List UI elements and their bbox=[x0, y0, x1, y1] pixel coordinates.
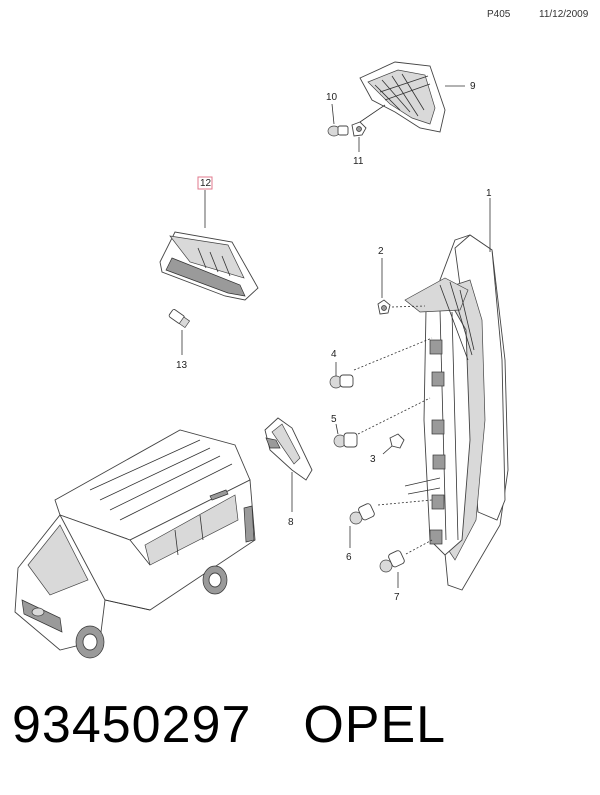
reverse-bulb bbox=[349, 503, 375, 525]
callout-2: 2 bbox=[378, 246, 384, 257]
leader-2-link bbox=[391, 305, 426, 308]
footer: 93450297 OPEL bbox=[12, 695, 446, 755]
leader-3 bbox=[382, 445, 393, 455]
marker-nut bbox=[351, 121, 367, 137]
retaining-clip bbox=[389, 433, 405, 449]
side-marker-lamp bbox=[359, 61, 446, 133]
indicator-bulb bbox=[329, 374, 354, 389]
callout-6: 6 bbox=[346, 552, 352, 563]
leader-4-link bbox=[353, 337, 433, 371]
callout-4: 4 bbox=[331, 349, 337, 360]
leader-10 bbox=[331, 103, 335, 125]
brand-name: OPEL bbox=[303, 696, 447, 754]
leader-5 bbox=[335, 423, 339, 435]
licence-plate-lamp bbox=[159, 231, 259, 301]
callout-1: 1 bbox=[486, 188, 492, 199]
reflector-lamp bbox=[264, 417, 313, 481]
callout-10: 10 bbox=[326, 92, 338, 103]
callout-7: 7 bbox=[394, 592, 400, 603]
tail-lamp-housing bbox=[404, 234, 509, 591]
leader-9-link bbox=[359, 104, 386, 123]
brake-bulb bbox=[333, 432, 358, 448]
fog-bulb bbox=[379, 550, 405, 573]
leader-6-link bbox=[377, 499, 433, 506]
leader-5-link bbox=[357, 397, 431, 435]
housing-screw bbox=[377, 299, 391, 315]
callout-11: 11 bbox=[353, 156, 364, 167]
part-number: 93450297 bbox=[12, 696, 252, 754]
marker-bulb bbox=[327, 125, 349, 137]
callout-5: 5 bbox=[331, 414, 337, 425]
leader-7-link bbox=[405, 539, 433, 555]
callout-8: 8 bbox=[288, 517, 294, 528]
van-illustration bbox=[14, 429, 256, 659]
callout-13: 13 bbox=[176, 360, 188, 371]
plate-lamp-bulb bbox=[168, 309, 191, 329]
parts-diagram: 9 10 11 12 13 bbox=[14, 61, 509, 659]
diagram-code: P405 bbox=[487, 9, 511, 20]
callout-12-frame bbox=[197, 176, 213, 190]
diagram-date: 11/12/2009 bbox=[539, 9, 589, 20]
callout-12: 12 bbox=[200, 178, 212, 189]
callout-9: 9 bbox=[470, 81, 476, 92]
callout-3: 3 bbox=[370, 454, 376, 465]
